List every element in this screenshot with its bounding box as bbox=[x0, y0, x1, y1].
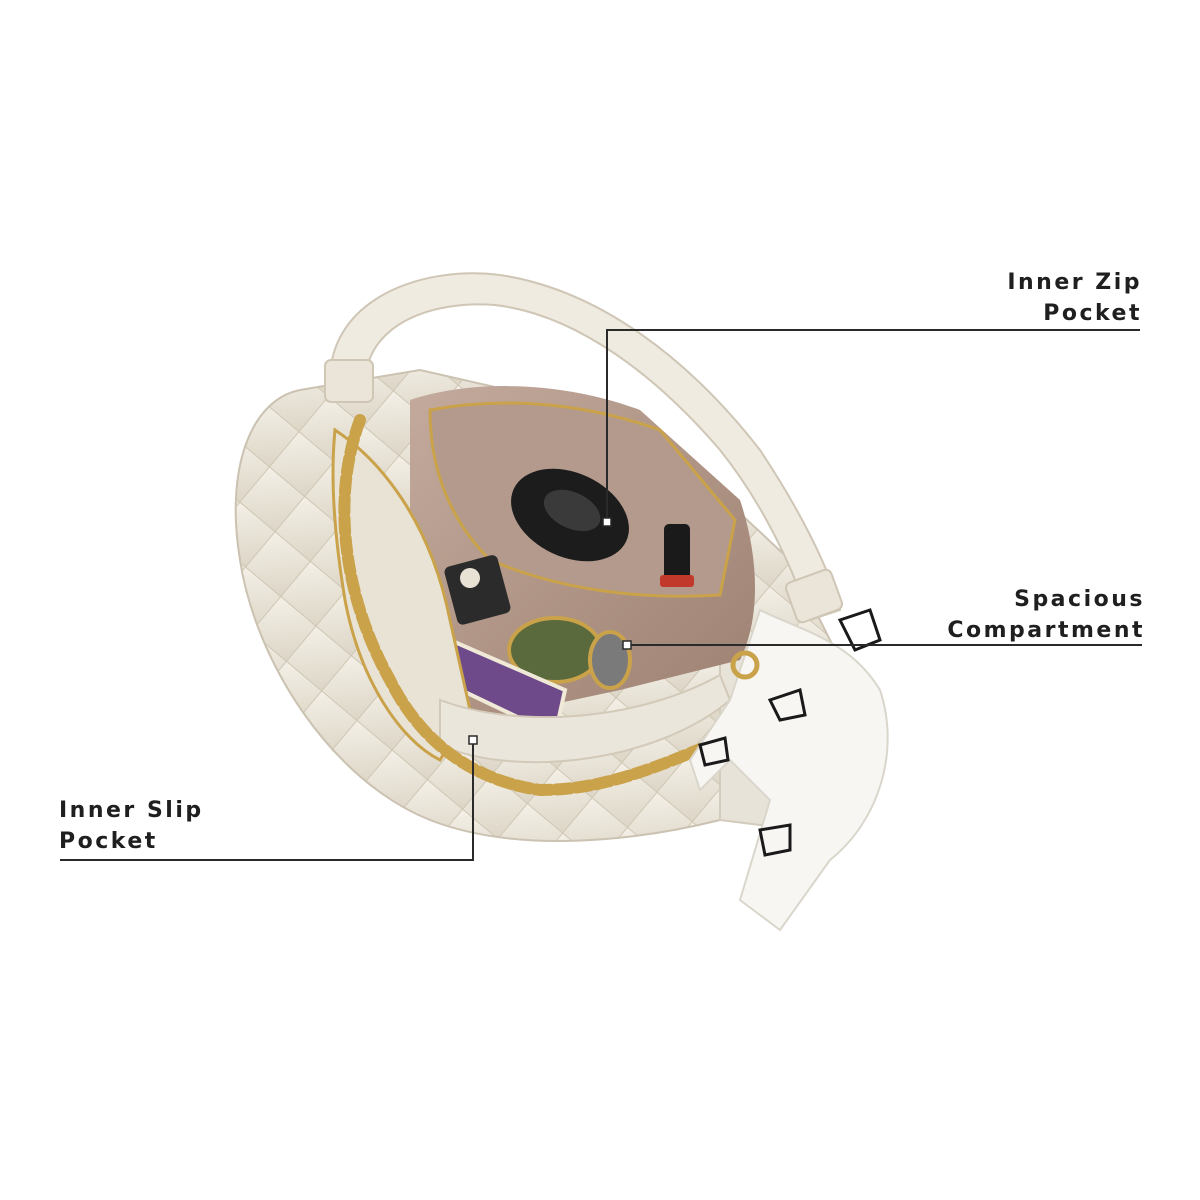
perfume-bottle bbox=[444, 555, 511, 625]
callout-inner-zip-pocket: Inner Zip Pocket bbox=[1007, 267, 1142, 329]
handle-tab-left bbox=[324, 359, 374, 403]
callout-inner-slip-line1: Inner Slip bbox=[59, 798, 204, 823]
callout-inner-zip-line1: Inner Zip bbox=[1007, 270, 1142, 295]
callout-lines bbox=[60, 329, 1142, 861]
sunglasses-lens-right bbox=[588, 630, 632, 690]
leader-dot-inner-zip bbox=[602, 517, 612, 527]
callout-spacious-compartment: Spacious Compartment bbox=[947, 584, 1145, 646]
callout-spacious-line1: Spacious bbox=[1014, 587, 1145, 612]
gold-ring-hardware bbox=[730, 650, 760, 680]
leader-line-inner-slip bbox=[60, 740, 474, 861]
handbag bbox=[234, 272, 889, 932]
leader-dot-spacious bbox=[622, 640, 632, 650]
lipstick bbox=[664, 524, 690, 582]
inner-slip-pocket bbox=[331, 427, 472, 762]
callout-inner-slip-line2: Pocket bbox=[59, 829, 158, 854]
callout-inner-zip-line2: Pocket bbox=[1043, 301, 1142, 326]
handle-tab-right bbox=[784, 568, 844, 624]
leader-dot-inner-slip bbox=[468, 735, 478, 745]
callout-inner-slip-pocket: Inner Slip Pocket bbox=[59, 795, 204, 857]
callout-spacious-line2: Compartment bbox=[947, 618, 1145, 643]
leader-line-inner-zip bbox=[606, 329, 1140, 522]
printed-scarf bbox=[688, 608, 889, 932]
gold-chain-strap bbox=[338, 414, 716, 797]
